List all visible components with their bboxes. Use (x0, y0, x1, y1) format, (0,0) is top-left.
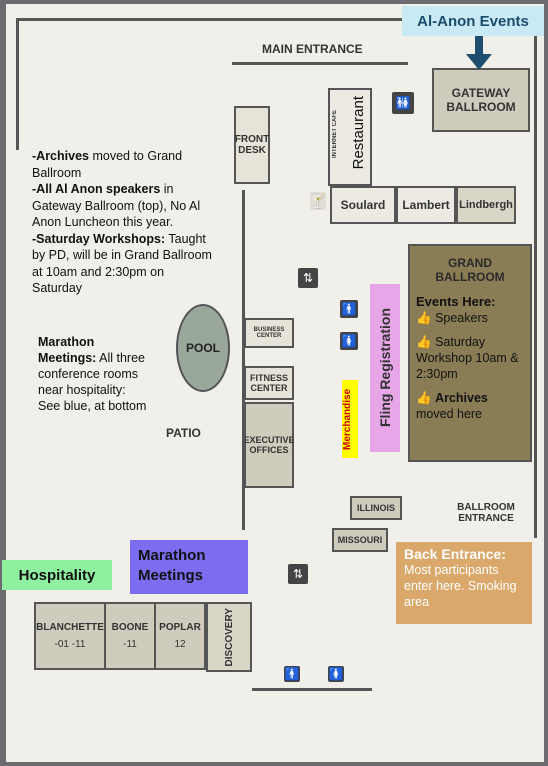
boone-num: -11 (123, 639, 137, 650)
internet-cafe-label: INTERNET CAFE (332, 110, 338, 158)
grand-ballroom: GRAND BALLROOM (408, 244, 532, 462)
lindbergh-label: Lindbergh (459, 199, 513, 211)
events-here-item-archives: 👍 Archives (416, 391, 488, 405)
merchandise-tag: Merchandise (342, 380, 358, 458)
missouri-label: MISSOURI (337, 535, 383, 545)
patio-label: PATIO (166, 426, 201, 440)
thumbs-up-icon: 👍 (416, 391, 432, 405)
boone-room: BOONE -11 (104, 602, 156, 670)
marathon-meetings-tag: Marathon Meetings (130, 540, 248, 594)
gateway-ballroom: GATEWAY BALLROOM (432, 68, 530, 132)
notes-panel: -Archives moved to Grand Ballroom -All A… (32, 148, 214, 297)
business-center-label: BUSINESS CENTER (253, 327, 285, 339)
restaurant-label: Restaurant (350, 96, 367, 170)
pool: POOL (176, 304, 230, 392)
note-workshops: -Saturday Workshops: Taught by PD, will … (32, 231, 212, 296)
hospitality-tag: Hospitality (2, 560, 112, 590)
blanchette-nums: -01 -11 (54, 639, 86, 650)
illinois-label: ILLINOIS (357, 503, 395, 513)
boone-label: BOONE (111, 622, 149, 633)
fitness-center: FITNESS CENTER (244, 366, 294, 400)
illinois-room: ILLINOIS (350, 496, 402, 520)
gateway-ballroom-label: GATEWAY BALLROOM (446, 86, 516, 114)
outer-wall-right (534, 18, 537, 538)
fling-registration-tag: Fling Registration (370, 284, 400, 452)
discovery-room: DISCOVERY (206, 602, 252, 672)
restaurant: INTERNET CAFE Restaurant (328, 88, 372, 186)
restroom-icon: 🚻 (392, 92, 414, 114)
front-desk-label: FRONT DESK (234, 134, 270, 156)
fitness-center-label: FITNESS CENTER (249, 373, 288, 393)
ballroom-entrance-label: BALLROOM ENTRANCE (457, 502, 515, 524)
poplar-room: POPLAR 12 (154, 602, 206, 670)
note-marathon: Marathon Meetings: All three conference … (38, 335, 147, 413)
back-entrance-title: Back Entrance: (404, 546, 506, 562)
business-center: BUSINESS CENTER (244, 318, 294, 348)
poplar-label: POPLAR (159, 622, 201, 633)
main-entrance-label: MAIN ENTRANCE (262, 42, 363, 56)
restroom-icon: 🚹 (340, 300, 358, 318)
events-here-title: Events Here: (416, 294, 496, 309)
events-here-item-workshop: 👍 Saturday Workshop 10am & 2:30pm (416, 335, 519, 381)
lindbergh-room: Lindbergh (456, 186, 516, 224)
events-here-box: Events Here: 👍 Speakers 👍 Saturday Works… (416, 294, 530, 422)
back-entrance-body: Most participants enter here. Smoking ar… (404, 563, 517, 609)
executive-offices-label: EXECUTIVE OFFICES (243, 435, 295, 455)
lambert-label: Lambert (402, 198, 450, 212)
note-speakers: -All Al Anon speakers in Gateway Ballroo… (32, 182, 201, 229)
back-entrance-box: Back Entrance: Most participants enter h… (396, 542, 532, 624)
note-archives: -Archives moved to Grand Ballroom (32, 149, 183, 180)
missouri-room: MISSOURI (332, 528, 388, 552)
blanchette-label: BLANCHETTE (36, 622, 104, 633)
lambert-room: Lambert (396, 186, 456, 224)
wall (242, 190, 245, 530)
wall (252, 688, 372, 691)
elevator-icon: ⇅ (288, 564, 308, 584)
poplar-num: 12 (174, 639, 186, 650)
arrow-down-icon (466, 36, 492, 70)
events-here-item-archives-b: moved here (416, 407, 483, 421)
pool-label: POOL (185, 341, 220, 355)
bar-icon: 🍸 (309, 192, 327, 210)
discovery-label: DISCOVERY (223, 607, 235, 667)
floor-plan: MAIN ENTRANCE GATEWAY BALLROOM 🚻 FRONT D… (6, 4, 544, 762)
al-anon-events-banner: Al-Anon Events (402, 6, 544, 36)
front-desk: FRONT DESK (234, 106, 270, 184)
restroom-icon: 🚺 (340, 332, 358, 350)
grand-ballroom-label: GRAND BALLROOM (435, 256, 505, 284)
blanchette-room: BLANCHETTE -01 -11 (34, 602, 106, 670)
events-here-item-speakers: 👍 Speakers (416, 311, 488, 325)
executive-offices: EXECUTIVE OFFICES (243, 402, 295, 488)
elevator-icon: ⇅ (298, 268, 318, 288)
soulard-room: Soulard (330, 186, 396, 224)
restroom-icon: 🚺 (328, 666, 344, 682)
thumbs-up-icon: 👍 (416, 311, 432, 325)
outer-wall-left (16, 18, 19, 150)
outer-wall-top (16, 18, 536, 21)
restroom-icon: 🚹 (284, 666, 300, 682)
entrance-wall (232, 62, 408, 65)
soulard-label: Soulard (340, 198, 386, 212)
thumbs-up-icon: 👍 (416, 335, 432, 349)
